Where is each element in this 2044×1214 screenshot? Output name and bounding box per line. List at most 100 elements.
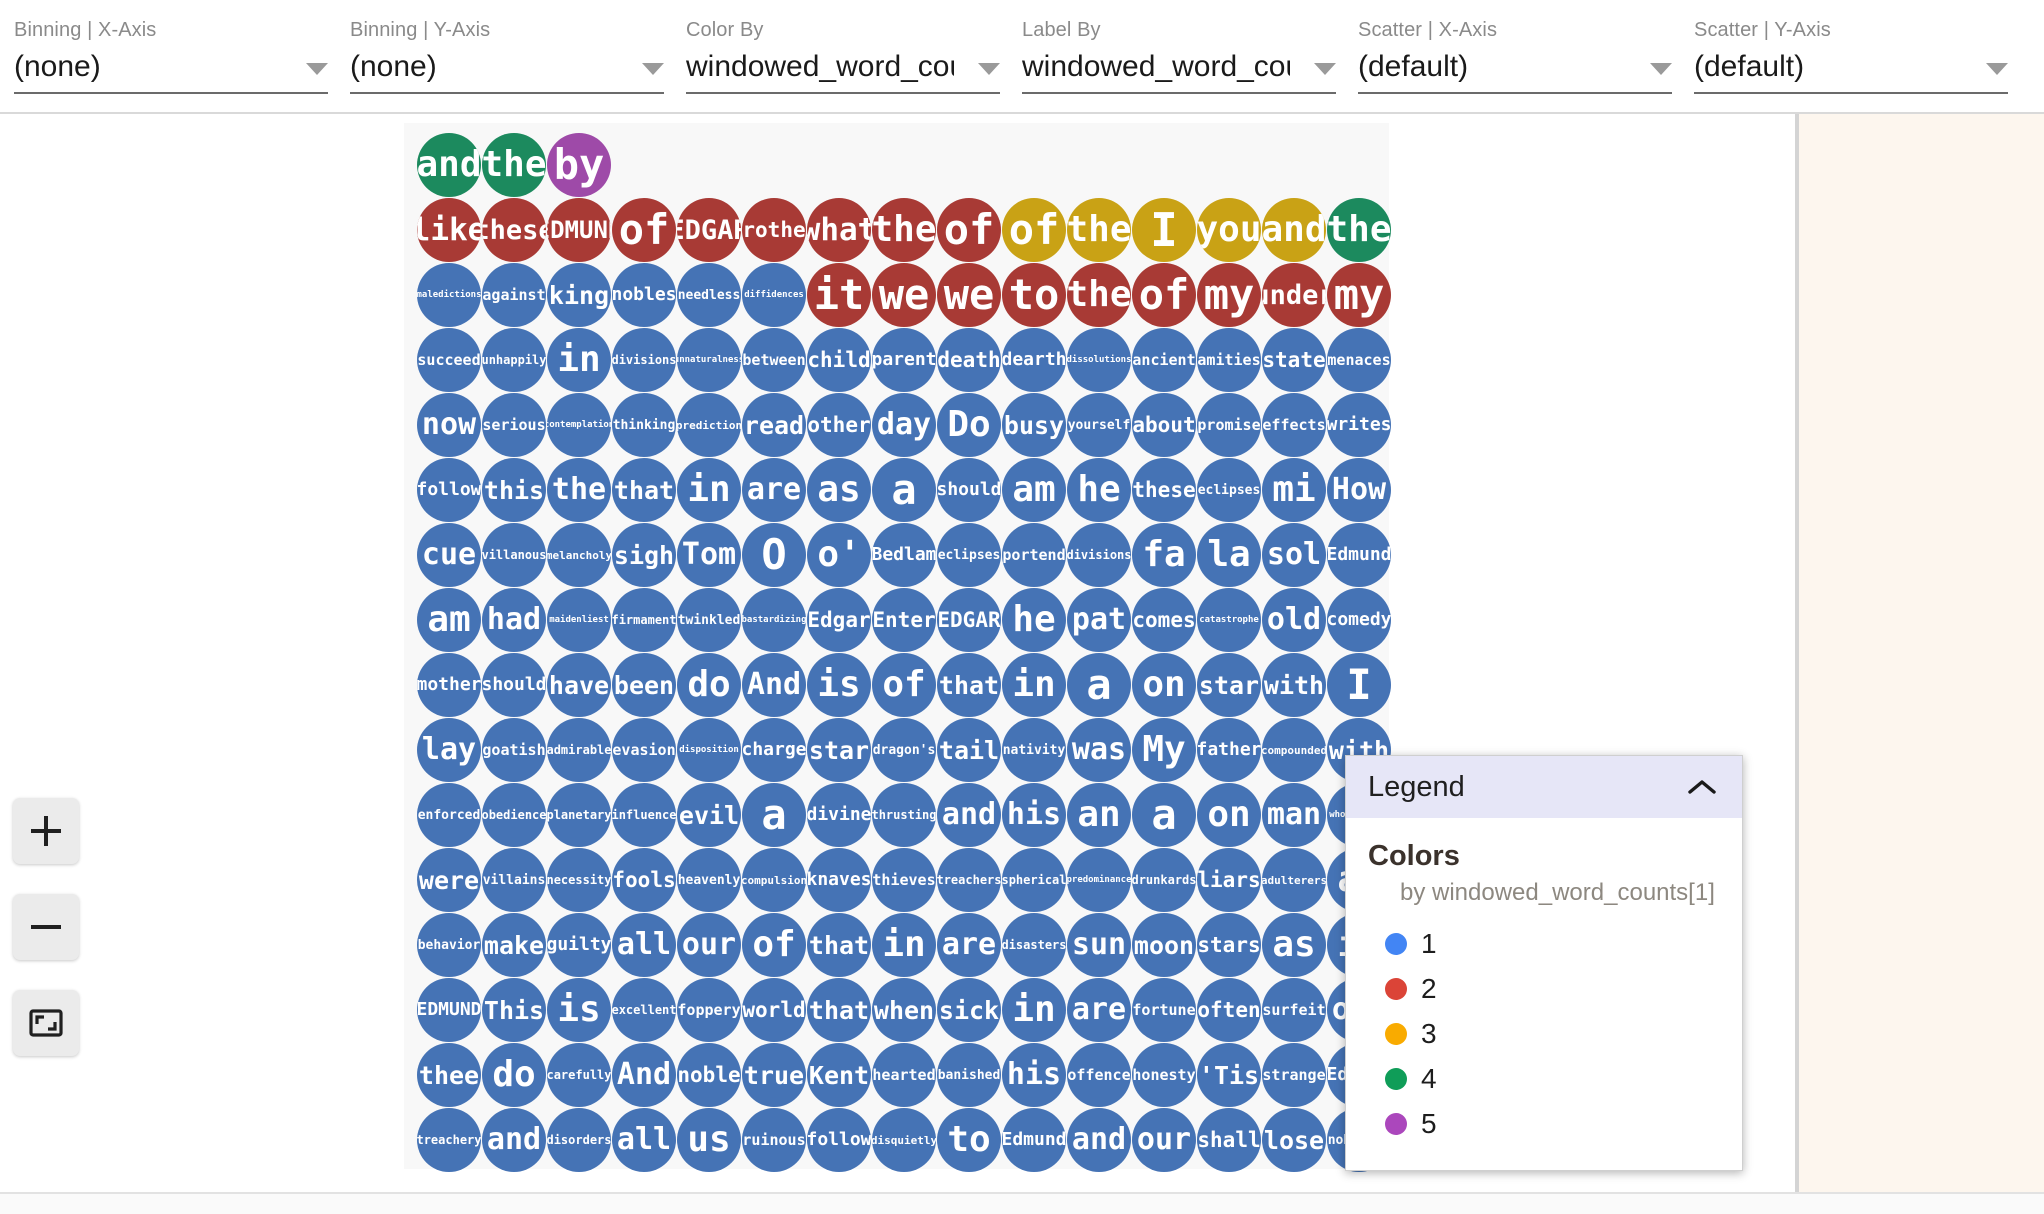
bubble[interactable]: Tom bbox=[677, 523, 741, 587]
bubble[interactable]: lose bbox=[1262, 1108, 1326, 1172]
bubble[interactable]: Edmund bbox=[1327, 523, 1391, 587]
bubble[interactable]: strange bbox=[1262, 1043, 1326, 1107]
bubble[interactable]: amities bbox=[1197, 328, 1261, 392]
bubble[interactable]: excellent bbox=[612, 978, 676, 1042]
bubble[interactable]: other bbox=[807, 393, 871, 457]
bubble[interactable]: now bbox=[417, 393, 481, 457]
bubble[interactable]: the bbox=[1327, 198, 1391, 262]
bubble[interactable]: needless bbox=[677, 263, 741, 327]
bubble[interactable]: dissolutions bbox=[1067, 328, 1131, 392]
chevron-down-icon[interactable] bbox=[642, 63, 664, 75]
bubble[interactable]: sigh bbox=[612, 523, 676, 587]
bubble[interactable]: thee bbox=[417, 1043, 481, 1107]
bubble[interactable]: state bbox=[1262, 328, 1326, 392]
bubble[interactable]: father bbox=[1197, 718, 1261, 782]
bubble[interactable]: nativity bbox=[1002, 718, 1066, 782]
bubble[interactable]: behavior bbox=[417, 913, 481, 977]
bubble[interactable]: am bbox=[1002, 458, 1066, 522]
bubble[interactable]: thinking bbox=[612, 393, 676, 457]
bubble[interactable]: twinkled bbox=[677, 588, 741, 652]
bubble[interactable]: in bbox=[872, 913, 936, 977]
bubble[interactable]: his bbox=[1002, 1043, 1066, 1107]
bubble[interactable]: necessity bbox=[547, 848, 611, 912]
bubble[interactable]: cue bbox=[417, 523, 481, 587]
bubble[interactable]: this bbox=[482, 458, 546, 522]
bubble[interactable]: and bbox=[937, 783, 1001, 847]
bubble[interactable]: king bbox=[547, 263, 611, 327]
bubble[interactable]: our bbox=[677, 913, 741, 977]
bubble[interactable]: spherical bbox=[1002, 848, 1066, 912]
select-label-by[interactable]: windowed_word_counts[1] bbox=[1022, 49, 1336, 94]
bubble[interactable]: 'Tis bbox=[1197, 1043, 1261, 1107]
bubble[interactable]: star bbox=[807, 718, 871, 782]
bubble[interactable]: obedience bbox=[482, 783, 546, 847]
bubble[interactable]: knaves bbox=[807, 848, 871, 912]
bubble[interactable]: busy bbox=[1002, 393, 1066, 457]
bubble[interactable]: had bbox=[482, 588, 546, 652]
bubble[interactable]: liars bbox=[1197, 848, 1261, 912]
bubble[interactable]: under bbox=[1262, 263, 1326, 327]
bubble[interactable]: goatish bbox=[482, 718, 546, 782]
bubble[interactable]: catastrophe bbox=[1197, 588, 1261, 652]
legend-item-5[interactable]: 5 bbox=[1385, 1101, 1742, 1146]
bubble[interactable]: us bbox=[677, 1108, 741, 1172]
bubble[interactable]: promise bbox=[1197, 393, 1261, 457]
bubble[interactable]: disorders bbox=[547, 1108, 611, 1172]
bubble[interactable]: that bbox=[807, 913, 871, 977]
bubble[interactable]: my bbox=[1327, 263, 1391, 327]
chevron-down-icon[interactable] bbox=[1986, 63, 2008, 75]
bubble[interactable]: mother bbox=[417, 653, 481, 717]
bubble[interactable]: EDMUND bbox=[547, 198, 611, 262]
bubble[interactable]: the bbox=[1067, 263, 1131, 327]
legend-header[interactable]: Legend bbox=[1346, 756, 1742, 818]
bubble[interactable]: a bbox=[1132, 783, 1196, 847]
bubble[interactable]: foppery bbox=[677, 978, 741, 1042]
bubble[interactable]: evil bbox=[677, 783, 741, 847]
bubble[interactable]: adulterers bbox=[1262, 848, 1326, 912]
bubble[interactable]: guilty bbox=[547, 913, 611, 977]
zoom-out-button[interactable] bbox=[13, 894, 79, 960]
bubble[interactable]: is bbox=[807, 653, 871, 717]
bubble[interactable]: dearth bbox=[1002, 328, 1066, 392]
bubble[interactable]: and bbox=[1067, 1108, 1131, 1172]
bubble[interactable]: maidenliest bbox=[547, 588, 611, 652]
bubble[interactable]: nobles bbox=[612, 263, 676, 327]
bubble[interactable]: and bbox=[1262, 198, 1326, 262]
bubble[interactable]: treachers bbox=[937, 848, 1001, 912]
bubble[interactable]: thrusting bbox=[872, 783, 936, 847]
bubble[interactable]: on bbox=[1132, 653, 1196, 717]
bubble[interactable]: in bbox=[1002, 978, 1066, 1042]
bubble[interactable]: heavenly bbox=[677, 848, 741, 912]
bubble[interactable]: disquietly bbox=[872, 1108, 936, 1172]
bubble[interactable]: Kent bbox=[807, 1043, 871, 1107]
fit-to-screen-button[interactable] bbox=[13, 990, 79, 1056]
bubble[interactable]: do bbox=[677, 653, 741, 717]
bubble-grid[interactable]: andthebyliketheseEDMUNDofEDGARbrotherwha… bbox=[404, 123, 1391, 1172]
bubble[interactable]: ruinous bbox=[742, 1108, 806, 1172]
bubble[interactable]: unhappily bbox=[482, 328, 546, 392]
bubble[interactable]: on bbox=[1197, 783, 1261, 847]
chevron-down-icon[interactable] bbox=[1314, 63, 1336, 75]
bubble[interactable]: is bbox=[547, 978, 611, 1042]
legend-item-4[interactable]: 4 bbox=[1385, 1056, 1742, 1101]
legend-item-3[interactable]: 3 bbox=[1385, 1011, 1742, 1056]
bubble[interactable]: he bbox=[1067, 458, 1131, 522]
bubble[interactable]: the bbox=[872, 198, 936, 262]
bubble[interactable]: of bbox=[1132, 263, 1196, 327]
bubble[interactable]: noble bbox=[677, 1043, 741, 1107]
bubble[interactable]: portend bbox=[1002, 523, 1066, 587]
bubble[interactable]: divisions bbox=[1067, 523, 1131, 587]
bubble[interactable]: was bbox=[1067, 718, 1131, 782]
bubble[interactable]: predominance bbox=[1067, 848, 1131, 912]
bubble[interactable]: divine bbox=[807, 783, 871, 847]
bubble[interactable]: that bbox=[612, 458, 676, 522]
bubble[interactable]: are bbox=[937, 913, 1001, 977]
bubble[interactable]: disasters bbox=[1002, 913, 1066, 977]
bubble[interactable]: la bbox=[1197, 523, 1261, 587]
bubble[interactable]: all bbox=[612, 1108, 676, 1172]
bubble[interactable]: his bbox=[1002, 783, 1066, 847]
bubble[interactable]: planetary bbox=[547, 783, 611, 847]
bubble[interactable]: divisions bbox=[612, 328, 676, 392]
bubble[interactable]: EDGAR bbox=[937, 588, 1001, 652]
bubble[interactable]: firmament bbox=[612, 588, 676, 652]
